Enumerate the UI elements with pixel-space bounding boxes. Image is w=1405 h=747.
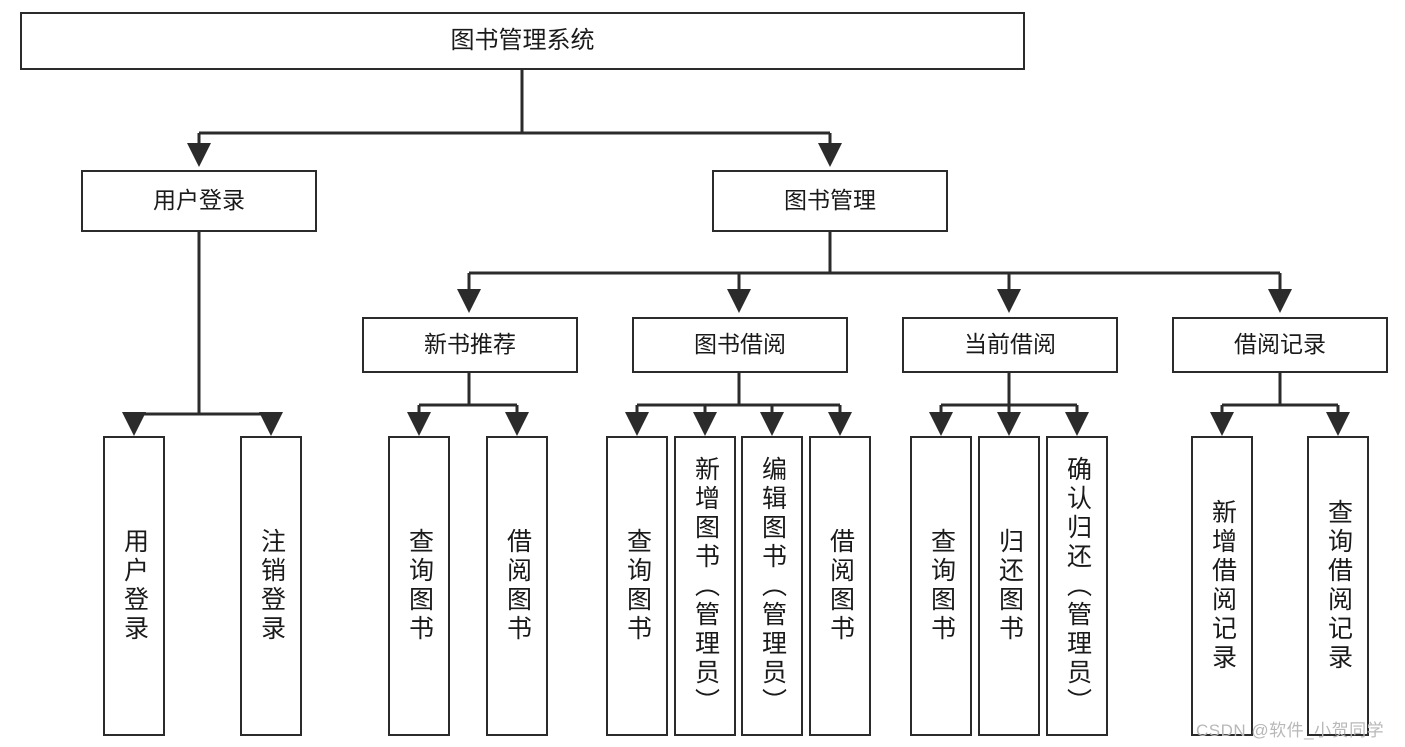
node-leaf-borrow-book-borrow-label: 借阅图书	[826, 528, 855, 644]
node-leaf-edit-book-admin[interactable]: 编辑图书（管理员）	[741, 436, 803, 736]
node-leaf-add-borrow-record-label: 新增借阅记录	[1208, 499, 1237, 673]
node-leaf-confirm-return-admin[interactable]: 确认归还（管理员）	[1046, 436, 1108, 736]
node-leaf-user-login-label: 用户登录	[120, 528, 149, 644]
node-book-management[interactable]: 图书管理	[712, 170, 948, 232]
node-user-login-label: 用户登录	[153, 187, 245, 214]
node-leaf-return-book-label: 归还图书	[995, 528, 1024, 644]
node-leaf-add-borrow-record[interactable]: 新增借阅记录	[1191, 436, 1253, 736]
node-current-borrow[interactable]: 当前借阅	[902, 317, 1118, 373]
node-leaf-add-book-admin-label: 新增图书（管理员）	[691, 455, 720, 717]
csdn-watermark: CSDN @软件_小贺同学	[1196, 721, 1385, 740]
node-leaf-query-borrow-record[interactable]: 查询借阅记录	[1307, 436, 1369, 736]
node-leaf-query-book-rec[interactable]: 查询图书	[388, 436, 450, 736]
node-root[interactable]: 图书管理系统	[20, 12, 1025, 70]
node-leaf-confirm-return-admin-label: 确认归还（管理员）	[1063, 455, 1092, 717]
node-leaf-query-book-borrow-label: 查询图书	[623, 528, 652, 644]
node-borrow-record[interactable]: 借阅记录	[1172, 317, 1388, 373]
node-new-book-recommendation-label: 新书推荐	[424, 331, 516, 358]
node-borrow-record-label: 借阅记录	[1234, 331, 1326, 358]
node-leaf-query-book-current[interactable]: 查询图书	[910, 436, 972, 736]
node-book-borrow[interactable]: 图书借阅	[632, 317, 848, 373]
node-leaf-logout[interactable]: 注销登录	[240, 436, 302, 736]
node-leaf-query-book-rec-label: 查询图书	[405, 528, 434, 644]
node-leaf-borrow-book-rec-label: 借阅图书	[503, 528, 532, 644]
node-leaf-borrow-book-borrow[interactable]: 借阅图书	[809, 436, 871, 736]
node-book-borrow-label: 图书借阅	[694, 331, 786, 358]
node-leaf-borrow-book-rec[interactable]: 借阅图书	[486, 436, 548, 736]
node-leaf-user-login[interactable]: 用户登录	[103, 436, 165, 736]
node-root-label: 图书管理系统	[450, 26, 595, 54]
node-book-management-label: 图书管理	[784, 187, 876, 214]
node-leaf-add-book-admin[interactable]: 新增图书（管理员）	[674, 436, 736, 736]
node-user-login[interactable]: 用户登录	[81, 170, 317, 232]
node-leaf-edit-book-admin-label: 编辑图书（管理员）	[758, 455, 787, 717]
node-current-borrow-label: 当前借阅	[964, 331, 1056, 358]
node-leaf-query-borrow-record-label: 查询借阅记录	[1324, 499, 1353, 673]
node-new-book-recommendation[interactable]: 新书推荐	[362, 317, 578, 373]
node-leaf-return-book[interactable]: 归还图书	[978, 436, 1040, 736]
node-leaf-query-book-current-label: 查询图书	[927, 528, 956, 644]
node-leaf-logout-label: 注销登录	[257, 528, 286, 644]
node-leaf-query-book-borrow[interactable]: 查询图书	[606, 436, 668, 736]
